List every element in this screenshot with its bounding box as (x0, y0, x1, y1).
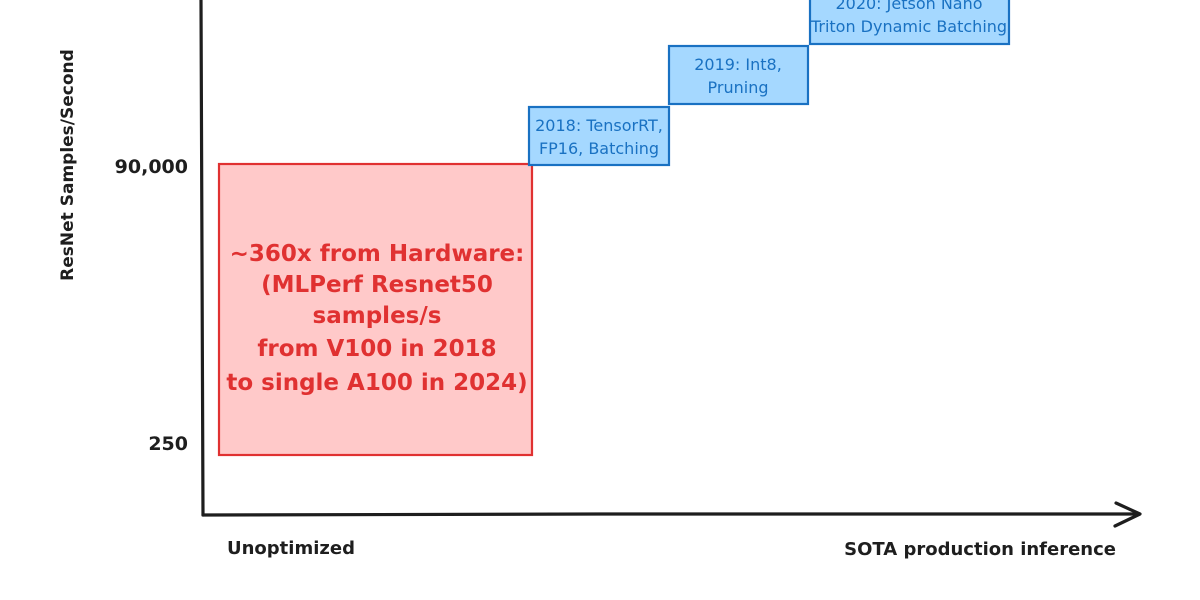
y-tick-label-250: 250 (148, 433, 188, 455)
hardware-gain-box: ~360x from Hardware: (MLPerf Resnet50 sa… (217, 162, 534, 457)
y-tick-label-90000: 90,000 (115, 156, 188, 178)
hardware-gain-line-2: (MLPerf Resnet50 (261, 272, 493, 298)
hardware-gain-line-3: samples/s (313, 303, 442, 329)
optimization-step-2018: 2018: TensorRT, FP16, Batching (527, 105, 671, 167)
optimization-step-2019-line-2: Pruning (708, 78, 769, 97)
hardware-gain-line-4: from V100 in 2018 (257, 336, 496, 362)
optimization-step-2018-line-1: 2018: TensorRT, (535, 116, 663, 135)
optimization-step-2019-line-1: 2019: Int8, (694, 55, 782, 74)
hardware-gain-line-1: ~360x from Hardware: (230, 241, 525, 267)
hardware-gain-line-5: to single A100 in 2024) (226, 370, 527, 396)
x-axis (201, 512, 1140, 517)
x-axis-end-label: SOTA production inference (844, 539, 1116, 560)
y-axis (199, 0, 205, 517)
optimization-step-2020: 2020: Jetson Nano Triton Dynamic Batchin… (808, 0, 1011, 46)
x-axis-arrow-icon (1113, 501, 1142, 528)
x-axis-start-label: Unoptimized (227, 538, 355, 559)
optimization-step-2018-line-2: FP16, Batching (539, 139, 659, 158)
y-axis-title: ResNet Samples/Second (58, 49, 78, 281)
optimization-step-2020-line-2: Triton Dynamic Batching (810, 17, 1007, 36)
optimization-step-2020-line-1: 2020: Jetson Nano (835, 0, 982, 13)
optimization-step-2019: 2019: Int8, Pruning (667, 44, 810, 106)
